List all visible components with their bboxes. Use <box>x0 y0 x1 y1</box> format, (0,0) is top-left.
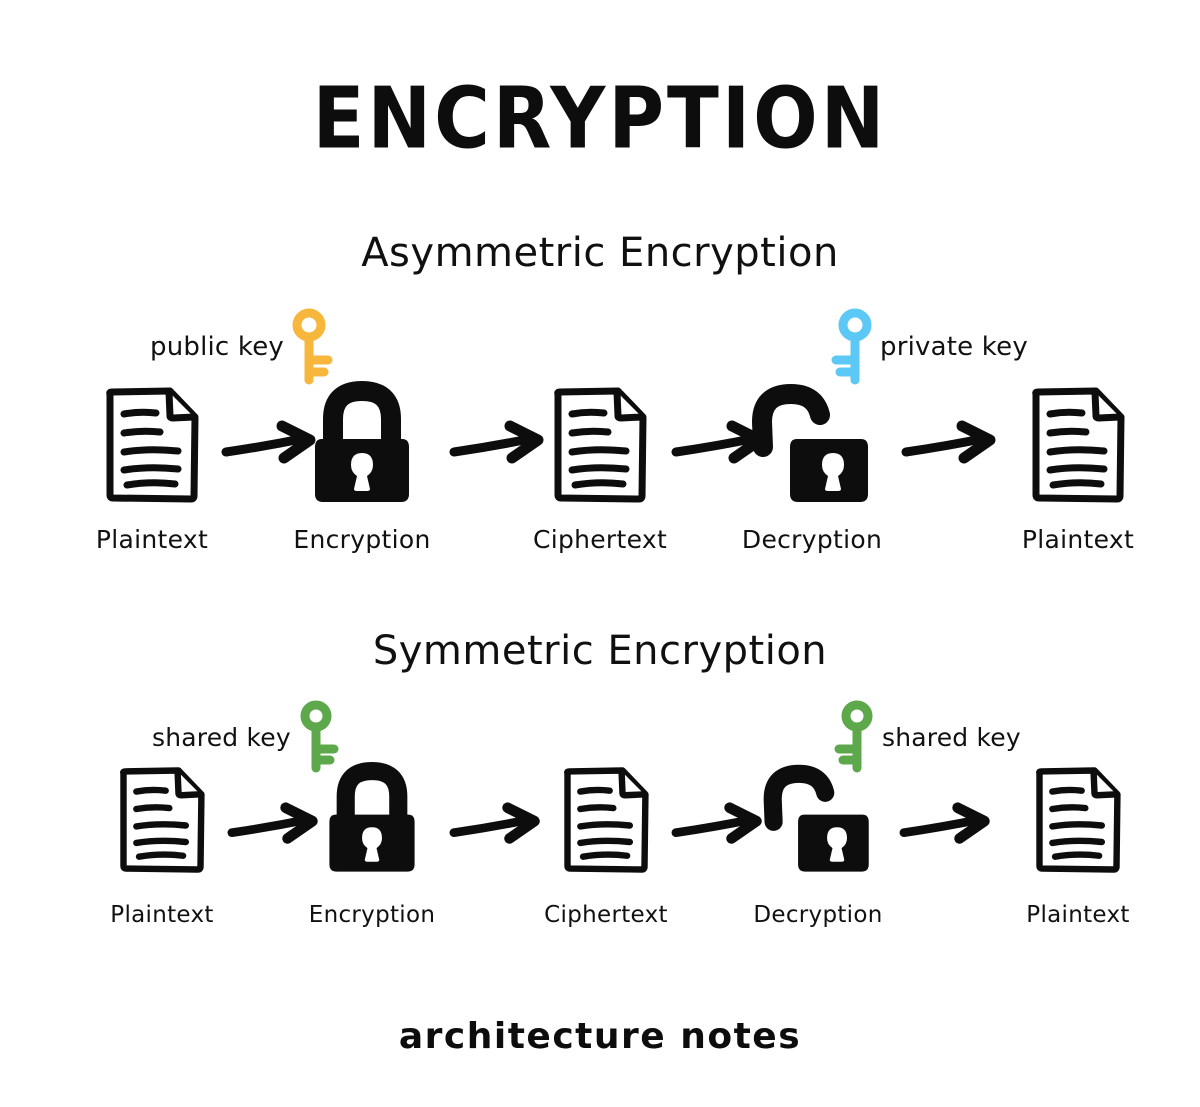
document-icon <box>988 380 1168 510</box>
stage-caption: Encryption <box>293 525 431 554</box>
key-icon <box>292 308 334 386</box>
document-icon <box>62 380 242 510</box>
stage-decryption: Decryption <box>728 682 908 972</box>
stage-caption: Decryption <box>741 525 883 554</box>
stage-caption: Encryption <box>308 902 436 928</box>
padlock-open-icon <box>728 760 908 880</box>
padlock-closed-icon <box>282 760 462 880</box>
stage-caption: Ciphertext <box>532 525 668 554</box>
flow-arrow <box>901 418 1002 470</box>
padlock-open-icon <box>722 380 902 510</box>
private-key-label: private key <box>880 332 1028 362</box>
flow-arrow <box>671 800 768 850</box>
flow-arrow <box>227 800 324 850</box>
flow-row-asymmetric: public key <box>0 290 1200 580</box>
stage-caption: Plaintext <box>1021 525 1135 554</box>
flow-arrow <box>221 418 322 470</box>
private-key-annotation: private key <box>830 308 1028 386</box>
stage-ciphertext: Ciphertext <box>510 290 690 580</box>
stage-caption: Plaintext <box>110 902 214 928</box>
stage-ciphertext: Ciphertext <box>516 682 696 972</box>
stage-plaintext-input: Plaintext <box>62 290 242 580</box>
stage-encryption: Encryption <box>272 290 452 580</box>
flow-arrow <box>449 800 546 850</box>
document-icon <box>516 760 696 880</box>
stage-plaintext-input: Plaintext <box>72 682 252 972</box>
public-key-label: public key <box>150 332 285 362</box>
shared-key-annotation-left: shared key <box>152 700 341 774</box>
flow-arrow <box>899 800 996 850</box>
key-icon <box>832 700 874 774</box>
stage-encryption: Encryption <box>282 682 462 972</box>
stage-caption: Plaintext <box>1026 902 1130 928</box>
page-title: ENCRYPTION <box>312 68 888 168</box>
stage-caption: Decryption <box>753 902 883 928</box>
section-heading-symmetric: Symmetric Encryption <box>372 628 828 674</box>
stage-plaintext-output: Plaintext <box>988 290 1168 580</box>
stage-caption: Ciphertext <box>544 902 668 928</box>
footer-credit: architecture notes <box>398 1016 802 1057</box>
document-icon <box>72 760 252 880</box>
shared-key-label-right: shared key <box>882 722 1021 752</box>
key-icon <box>830 308 872 386</box>
stage-caption: Plaintext <box>95 525 209 554</box>
flow-arrow <box>449 418 550 470</box>
public-key-annotation: public key <box>150 308 334 386</box>
key-icon <box>299 700 341 774</box>
stage-plaintext-output: Plaintext <box>988 682 1168 972</box>
padlock-closed-icon <box>272 380 452 510</box>
document-icon <box>988 760 1168 880</box>
shared-key-annotation-right: shared key <box>832 700 1021 774</box>
flow-row-symmetric: shared key <box>0 682 1200 972</box>
section-heading-asymmetric: Asymmetric Encryption <box>361 230 839 276</box>
stage-decryption: Decryption <box>722 290 902 580</box>
document-icon <box>510 380 690 510</box>
shared-key-label-left: shared key <box>152 722 291 752</box>
